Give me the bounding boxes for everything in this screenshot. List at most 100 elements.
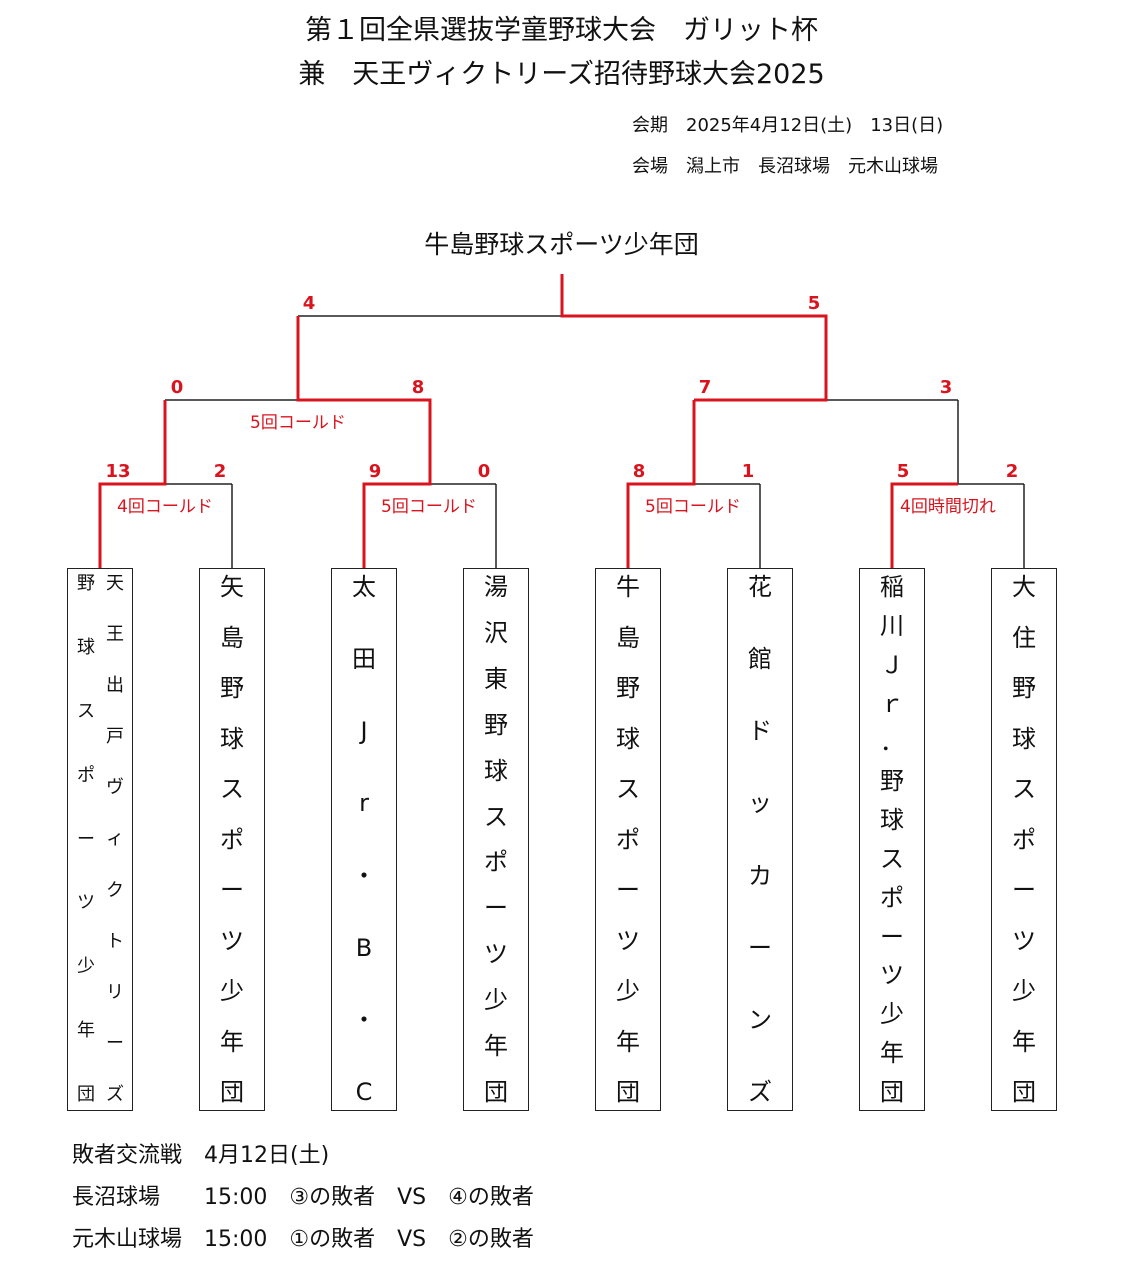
team-box-6: 花館ドッカーンズ xyxy=(727,568,793,1111)
tournament-venue: 会場 潟上市 長沼球場 元木山球場 xyxy=(632,156,938,177)
team-name-char: 野 xyxy=(220,674,244,702)
team-name-char: 団 xyxy=(880,1077,904,1106)
team-name-char: 年 xyxy=(77,1020,95,1042)
team-name-char: 球 xyxy=(220,724,244,753)
team-4-name: 湯沢東野球スポーツ少年団 xyxy=(464,569,528,1110)
team-name-char: 牛 xyxy=(616,573,640,601)
team-name-char: ー xyxy=(748,933,772,962)
team-name-char: ト xyxy=(106,930,124,952)
consolation-heading: 敗者交流戦 4月12日(土) xyxy=(72,1143,330,1168)
team-name-char: ス xyxy=(880,844,904,873)
semi2-left-score: 7 xyxy=(698,377,712,398)
team-name-char: 球 xyxy=(1012,724,1036,753)
team-box-5: 牛島野球スポーツ少年団 xyxy=(595,568,661,1111)
team-name-char: ツ xyxy=(220,926,244,955)
tournament-subtitle: 兼 天王ヴィクトリーズ招待野球大会2025 xyxy=(298,59,825,90)
team-name-char: 住 xyxy=(1012,623,1036,652)
r1-3-note: 5回コールド xyxy=(645,497,741,517)
team-name-char: ツ xyxy=(484,940,508,969)
team-name-char: ー xyxy=(1012,876,1036,904)
team-name-char: 戸 xyxy=(106,726,124,748)
team-name-char: ス xyxy=(616,775,640,803)
team-name-char: ツ xyxy=(616,926,640,955)
team-name-char: 年 xyxy=(616,1027,640,1056)
r1-4-note: 4回時間切れ xyxy=(900,497,996,517)
team-name-char: ポ xyxy=(616,825,640,854)
tournament-dates: 会期 2025年4月12日(土) 13日(日) xyxy=(632,115,944,136)
team-name-char: カ xyxy=(748,861,772,890)
team-name-char: 団 xyxy=(1012,1078,1036,1106)
team-name-char: 沢 xyxy=(484,618,508,647)
team-name-char: 年 xyxy=(484,1032,508,1061)
team-box-4: 湯沢東野球スポーツ少年団 xyxy=(463,568,529,1111)
consolation-match-naganuma: 長沼球場 15:00 ③の敗者 VS ④の敗者 xyxy=(72,1185,534,1210)
team-name-char: 少 xyxy=(220,977,244,1005)
team-name-char: ス xyxy=(1012,775,1036,803)
team-8-name: 大住野球スポーツ少年団 xyxy=(992,569,1056,1110)
team-name-char: ー xyxy=(484,894,508,923)
team-name-char: 田 xyxy=(352,645,376,674)
team-1-name-left: 野球スポーツ少年団 xyxy=(73,569,99,1110)
team-name-char: 少 xyxy=(880,1000,904,1029)
team-name-char: 島 xyxy=(220,623,244,652)
team-name-char: 王 xyxy=(106,624,124,646)
r1-2-right-score: 0 xyxy=(477,461,491,482)
team-name-char: 団 xyxy=(77,1084,95,1105)
team-name-char: 球 xyxy=(616,724,640,753)
team-name-char: ド xyxy=(748,717,772,746)
team-name-char: 野 xyxy=(484,710,508,739)
team-name-char: ン xyxy=(748,1005,772,1034)
team-name-char: ヴ xyxy=(106,777,124,799)
champion-name: 牛島野球スポーツ少年団 xyxy=(424,230,699,259)
team-name-char: C xyxy=(355,1077,373,1106)
team-name-char: 年 xyxy=(220,1027,244,1056)
team-name-char: ス xyxy=(484,802,508,831)
team-name-char: ー xyxy=(77,828,95,850)
final-right-score: 5 xyxy=(807,293,821,314)
team-name-char: 球 xyxy=(77,636,95,658)
team-name-char: 野 xyxy=(1012,674,1036,702)
team-name-char: 太 xyxy=(352,573,376,601)
semi1-right-score: 8 xyxy=(411,377,425,398)
team-name-char: ス xyxy=(220,775,244,803)
team-name-char: 少 xyxy=(1012,977,1036,1005)
team-name-char: 球 xyxy=(880,806,904,835)
r1-4-left-score: 5 xyxy=(896,461,910,482)
r1-1-left-score: 13 xyxy=(105,461,131,482)
team-name-char: 団 xyxy=(484,1077,508,1106)
tournament-title: 第１回全県選抜学童野球大会 ガリット杯 xyxy=(305,15,818,46)
r1-3-left-score: 8 xyxy=(632,461,646,482)
team-name-char: Ｊ xyxy=(880,650,904,679)
win-path-r1-2 xyxy=(296,316,432,568)
team-name-char: ー xyxy=(106,1032,124,1054)
semi1-left-score: 0 xyxy=(170,377,184,398)
team-name-char: B xyxy=(355,933,373,962)
r1-2-note: 5回コールド xyxy=(381,497,477,517)
semi1-note: 5回コールド xyxy=(250,413,346,433)
team-name-char: ス xyxy=(77,700,95,722)
team-name-char: 島 xyxy=(616,623,640,652)
team-name-char: ー xyxy=(880,922,904,951)
r1-1-right-score: 2 xyxy=(213,461,227,482)
r1-4-right-score: 2 xyxy=(1005,461,1019,482)
team-box-1: 天王出戸ヴィクトリーズ 野球スポーツ少年団 xyxy=(67,568,133,1111)
team-2-name: 矢島野球スポーツ少年団 xyxy=(200,569,264,1110)
team-name-char: ク xyxy=(106,879,124,901)
team-name-char: r xyxy=(359,789,369,818)
team-name-char: 出 xyxy=(106,675,124,697)
team-name-char: 年 xyxy=(880,1039,904,1068)
team-name-char: 館 xyxy=(748,645,772,674)
team-name-char: 稲 xyxy=(880,573,904,601)
team-name-char: 野 xyxy=(616,674,640,702)
team-name-char: ． xyxy=(880,728,904,757)
r1-3-right-score: 1 xyxy=(741,461,755,482)
team-name-char: ツ xyxy=(880,961,904,990)
team-name-char: 球 xyxy=(484,756,508,785)
team-6-name: 花館ドッカーンズ xyxy=(728,569,792,1110)
team-name-char: ポ xyxy=(77,764,95,786)
